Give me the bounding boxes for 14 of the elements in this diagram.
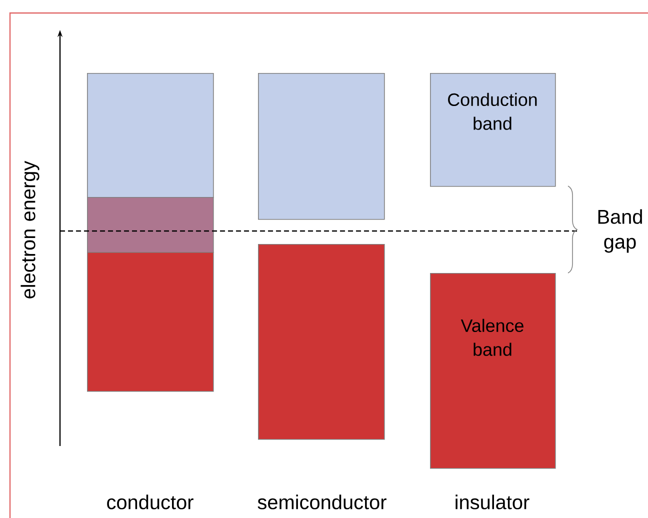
band-gap-label: Band gap xyxy=(598,209,642,253)
energy-band xyxy=(258,244,385,440)
energy-band xyxy=(87,196,214,253)
column-label: semiconductor xyxy=(258,494,386,510)
energy-band xyxy=(430,73,556,187)
energy-band xyxy=(87,252,214,392)
axis-label: electron energy xyxy=(20,160,40,298)
energy-band xyxy=(258,73,385,220)
energy-band xyxy=(430,273,556,469)
band-label: Valence band xyxy=(460,318,524,356)
energy-band xyxy=(87,73,214,198)
column-label: conductor xyxy=(107,494,194,510)
column-label: insulator xyxy=(456,494,530,510)
band-label: Conduction band xyxy=(448,92,537,130)
